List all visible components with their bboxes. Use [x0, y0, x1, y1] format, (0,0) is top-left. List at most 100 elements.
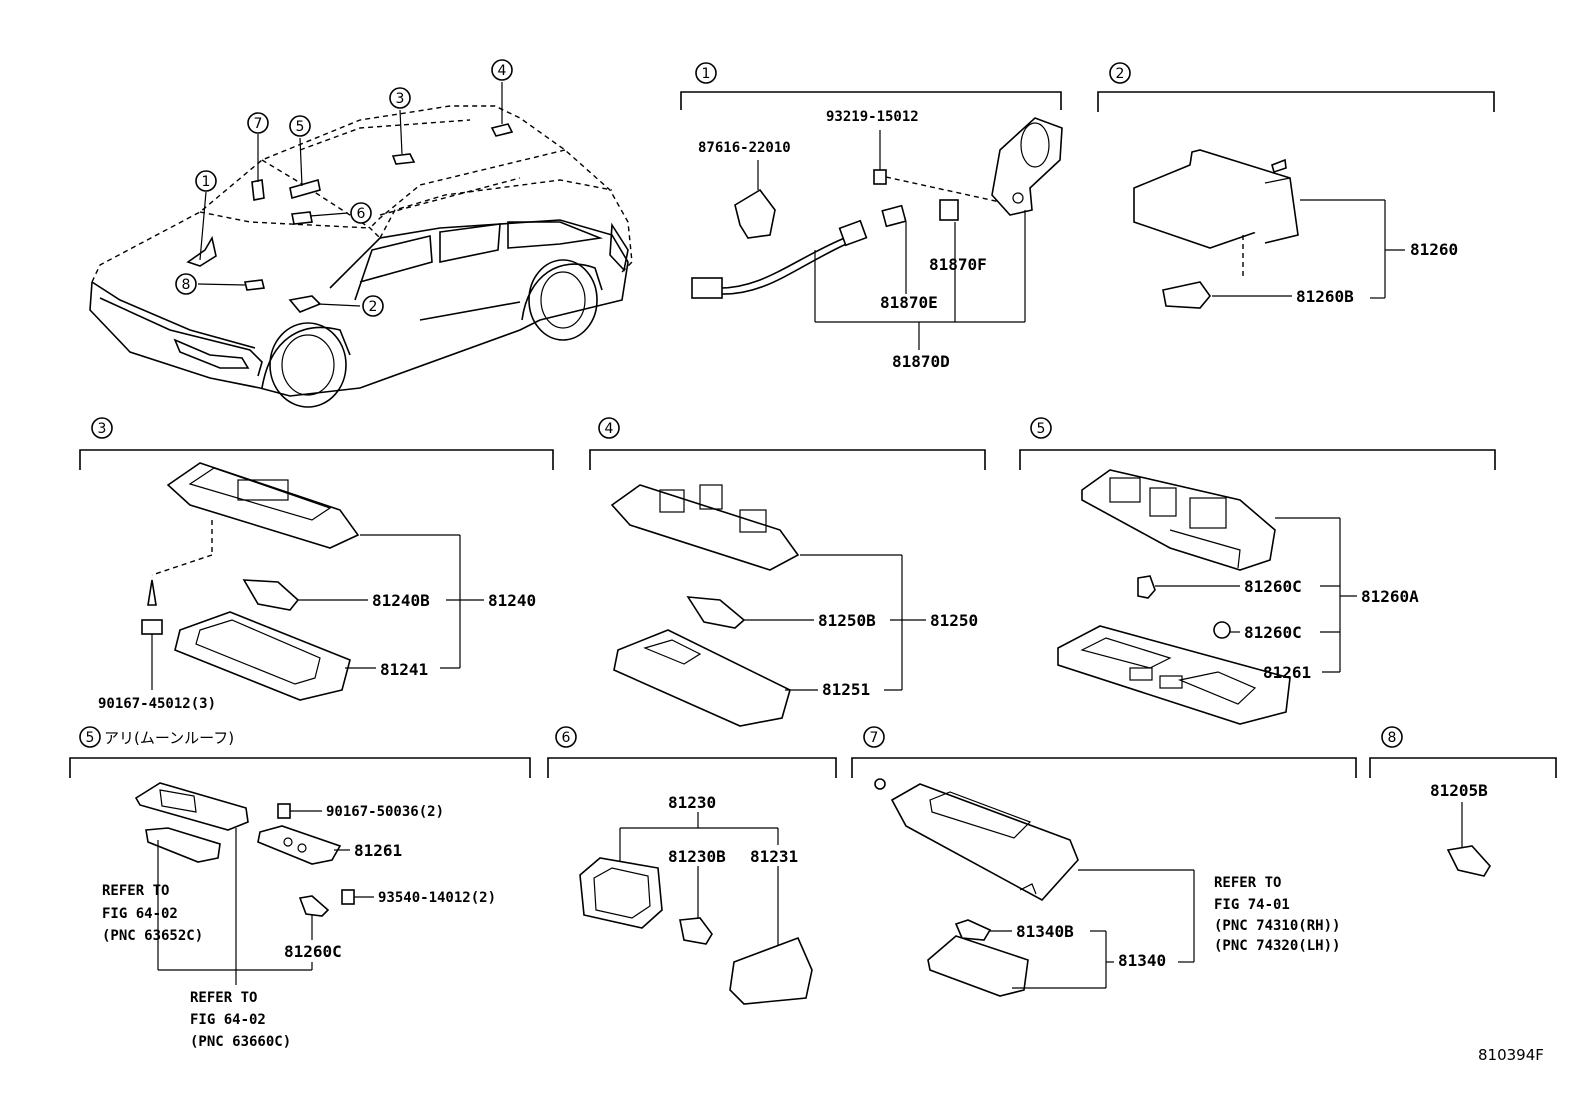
lens-81340: [927, 935, 1029, 997]
ref-63652c-line2: FIG 64-02: [102, 906, 178, 922]
screw-93540-14012: [341, 889, 355, 905]
svg-text:8: 8: [1388, 730, 1397, 746]
section-3: 3 81240B 81240 81241 90167-45012(3): [79, 417, 554, 712]
section-4: 4 81250B 81250 81251: [589, 417, 986, 727]
figure-code: 810394F: [1478, 1046, 1544, 1064]
cap-81870f: [939, 199, 959, 221]
bulb-81340b: [954, 919, 992, 941]
callout-5: 5: [289, 115, 311, 137]
section-5-leaders: [1155, 517, 1357, 673]
switch-81260: [1133, 149, 1299, 249]
lamp-81250-housing: [610, 484, 800, 571]
label-93540-14012: 93540-14012(2): [378, 890, 496, 906]
label-81241: 81241: [380, 660, 428, 679]
svg-text:3: 3: [98, 421, 107, 437]
label-93219-15012: 93219-15012: [826, 109, 919, 125]
car-part-markers: [186, 123, 514, 313]
front-wheel: [261, 322, 351, 408]
label-81250: 81250: [930, 611, 978, 630]
section-5b-bracket: [69, 757, 531, 778]
svg-text:1: 1: [702, 66, 711, 82]
section-3-leaders: [298, 534, 484, 669]
bulb-81240b: [242, 579, 300, 611]
label-81260B: 81260B: [1296, 287, 1354, 306]
section-4-leaders: [744, 554, 926, 691]
label-81340: 81340: [1118, 951, 1166, 970]
section-6-bracket: [547, 757, 837, 778]
screw-93219: [873, 130, 1001, 203]
bulb-81230b: [679, 917, 713, 945]
svg-text:7: 7: [870, 730, 879, 746]
section-1: 1 93219-15012 87616-22010: [680, 62, 1063, 371]
label-81870D: 81870D: [892, 352, 950, 371]
section-5b-leaders: [157, 810, 374, 985]
section-5-moonroof: 5 アリ(ムーンルーフ) 90167-50036(2) 81261 93540-…: [69, 726, 531, 1050]
label-81230: 81230: [668, 793, 716, 812]
rear-wheel: [521, 259, 603, 341]
ref-63652c-line3: (PNC 63652C): [102, 928, 203, 944]
svg-text:2: 2: [369, 299, 378, 315]
callout-4: 4: [491, 59, 513, 81]
svg-text:5: 5: [86, 730, 95, 746]
section-6-leaders: [619, 812, 779, 945]
ref-63660c-line2: FIG 64-02: [190, 1012, 266, 1028]
lens-81251: [613, 629, 791, 727]
section-7: 7 81340B 81340 REFER TO FIG 74-01 (PNC 7…: [851, 726, 1357, 997]
section-1-leaders: [814, 210, 1026, 350]
callout-6: 6: [350, 202, 372, 224]
section-4-bracket: [589, 449, 986, 470]
callout-2: 2: [362, 295, 384, 317]
svg-text:5: 5: [1037, 421, 1046, 437]
svg-text:4: 4: [605, 421, 614, 437]
bulb-81260c-1: [1137, 575, 1156, 599]
svg-text:2: 2: [1116, 66, 1125, 82]
ref-743-line4: (PNC 74320(LH)): [1214, 938, 1340, 954]
section-3-bracket: [79, 449, 554, 470]
ref-743-line1: REFER TO: [1214, 875, 1281, 891]
ref-743-line3: (PNC 74310(RH)): [1214, 918, 1340, 934]
label-81260A: 81260A: [1361, 587, 1419, 606]
bulb-81250b: [686, 596, 746, 629]
moonroof-note: アリ(ムーンルーフ): [104, 729, 234, 747]
car-body-outline: [91, 105, 633, 283]
section-5: 5 81260C 81260C 81260A 81261: [1019, 417, 1496, 725]
svg-text:1: 1: [202, 174, 211, 190]
bulb-81870e: [881, 204, 907, 228]
label-90167-45012: 90167-45012(3): [98, 696, 216, 712]
callout-1: 1: [195, 170, 217, 192]
clip-87616: [734, 160, 776, 239]
section-8: 8 81205B: [1369, 726, 1557, 877]
car-body-solid: [89, 219, 629, 397]
moonroof-lamp-housing: [134, 782, 249, 831]
svg-text:6: 6: [562, 730, 571, 746]
label-81870F: 81870F: [929, 255, 987, 274]
callout-7: 7: [247, 112, 269, 134]
car-leaders: [197, 82, 503, 307]
label-81260: 81260: [1410, 240, 1458, 259]
label-81261-a: 81261: [1263, 663, 1311, 682]
label-81240B: 81240B: [372, 591, 430, 610]
lamp-81240-housing: [166, 462, 360, 549]
svg-text:4: 4: [498, 63, 507, 79]
section-8-bracket: [1369, 757, 1557, 778]
holder-81870: [991, 117, 1063, 216]
moonroof-bracket: [145, 827, 221, 863]
label-81231: 81231: [750, 847, 798, 866]
label-81260C-b: 81260C: [1244, 623, 1302, 642]
callout-8: 8: [175, 273, 197, 295]
ref-63660c-line3: (PNC 63660C): [190, 1034, 291, 1050]
section-5-bracket: [1019, 449, 1496, 470]
car-overview: 1 7 5 3 4 6 8 2: [89, 59, 633, 408]
bulb-81205b: [1446, 845, 1491, 877]
svg-text:7: 7: [254, 116, 263, 132]
svg-text:6: 6: [357, 206, 366, 222]
bulb-81260c-3: [298, 895, 330, 917]
screw-90167-50036: [277, 803, 291, 819]
label-81870E: 81870E: [880, 293, 938, 312]
console-81260a: [1081, 469, 1276, 571]
svg-text:3: 3: [396, 91, 405, 107]
section-7-leaders: [990, 869, 1195, 989]
label-81251: 81251: [822, 680, 870, 699]
bezel-81261: [1057, 625, 1291, 725]
label-81260C-a: 81260C: [1244, 577, 1302, 596]
